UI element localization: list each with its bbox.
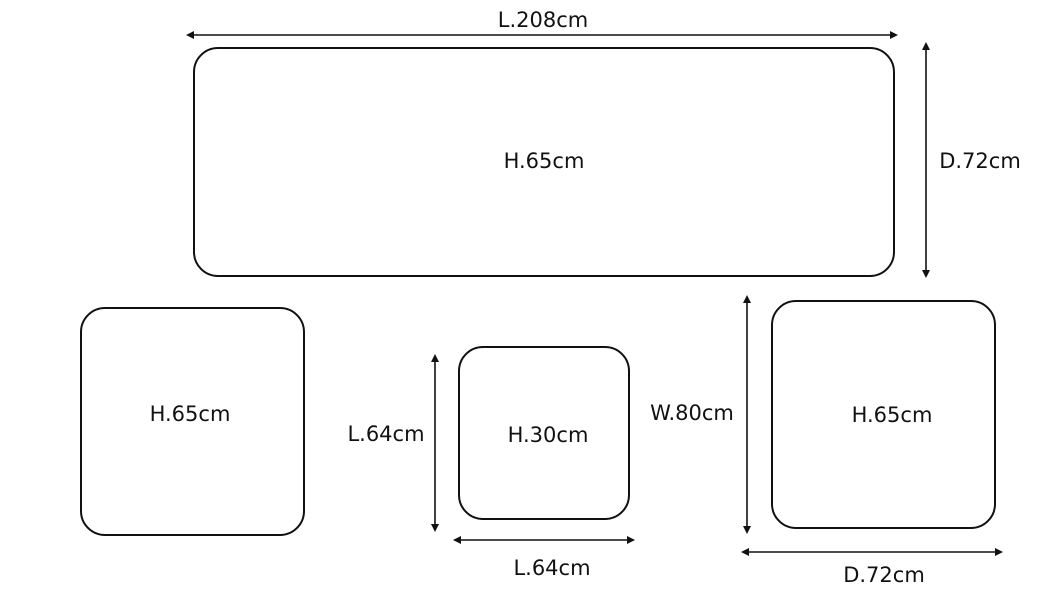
armchair-right-outline [771,300,996,529]
coffee-table-bottom-length-label: L.64cm [513,556,590,580]
sofa-depth-label: D.72cm [939,149,1021,173]
armchair-left-group: H.65cm [80,307,305,536]
armchair-right-depth-label: D.72cm [843,563,925,587]
coffee-table-group: L.64cm H.30cm L.64cm [347,346,635,580]
armchair-left-outline [80,307,305,536]
armchair-right-group: W.80cm H.65cm D.72cm [650,295,1003,587]
armchair-right-width-label: W.80cm [650,401,734,425]
coffee-table-side-length-label: L.64cm [347,422,424,446]
sofa-height-label: H.65cm [504,149,585,173]
armchair-right-height-label: H.65cm [852,403,933,427]
coffee-table-height-label: H.30cm [508,423,589,447]
coffee-table-outline [458,346,630,520]
sofa-length-label: L.208cm [498,8,588,32]
sofa-3-seat-group: L.208cm H.65cm D.72cm [186,8,1021,278]
sofa-outline [193,47,895,277]
armchair-left-height-label: H.65cm [150,402,231,426]
